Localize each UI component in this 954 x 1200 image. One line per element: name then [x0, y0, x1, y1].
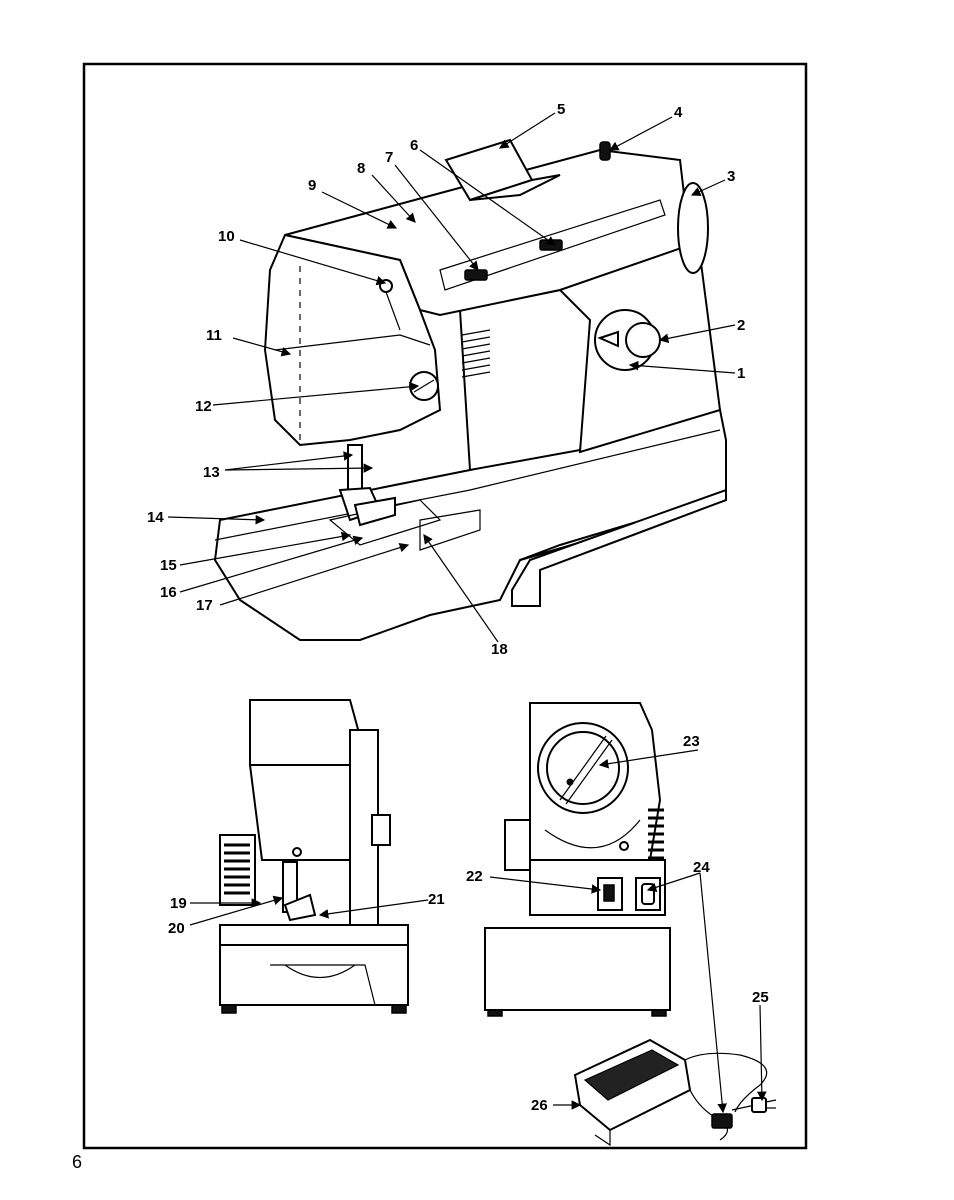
- callout-21: 21: [428, 891, 445, 908]
- callout-12: 12: [195, 398, 212, 415]
- callout-26: 26: [531, 1097, 548, 1114]
- callout-16: 16: [160, 584, 177, 601]
- callout-19: 19: [170, 895, 187, 912]
- callout-20: 20: [168, 920, 185, 937]
- callout-5: 5: [557, 101, 565, 118]
- callout-22: 22: [466, 868, 483, 885]
- callout-25: 25: [752, 989, 769, 1006]
- callout-2: 2: [737, 317, 745, 334]
- callout-23: 23: [683, 733, 700, 750]
- callout-8: 8: [357, 160, 365, 177]
- callout-3: 3: [727, 168, 735, 185]
- callout-14: 14: [147, 509, 164, 526]
- machine-left-side-view: [219, 699, 409, 1014]
- callout-24: 24: [693, 859, 710, 876]
- diagram-frame: [82, 62, 808, 1150]
- callout-13: 13: [203, 464, 220, 481]
- callout-15: 15: [160, 557, 177, 574]
- callout-9: 9: [308, 177, 316, 194]
- callout-10: 10: [218, 228, 235, 245]
- foot-control: [573, 1038, 777, 1147]
- callout-18: 18: [491, 641, 508, 658]
- leader-lines: [167, 112, 767, 1114]
- callout-4: 4: [674, 104, 683, 121]
- callout-17: 17: [196, 597, 213, 614]
- callout-11: 11: [206, 327, 222, 344]
- machine-right-side-view: [484, 702, 671, 1017]
- page-number: 6: [72, 1152, 83, 1172]
- callout-6: 6: [410, 137, 418, 154]
- machine-front-view: [213, 138, 727, 641]
- callout-7: 7: [385, 149, 393, 166]
- callout-labels: 1 2 3 4 5 6 7 8 9 10 11 12 13 14 15 16 1…: [147, 101, 769, 1114]
- callout-1: 1: [737, 365, 745, 382]
